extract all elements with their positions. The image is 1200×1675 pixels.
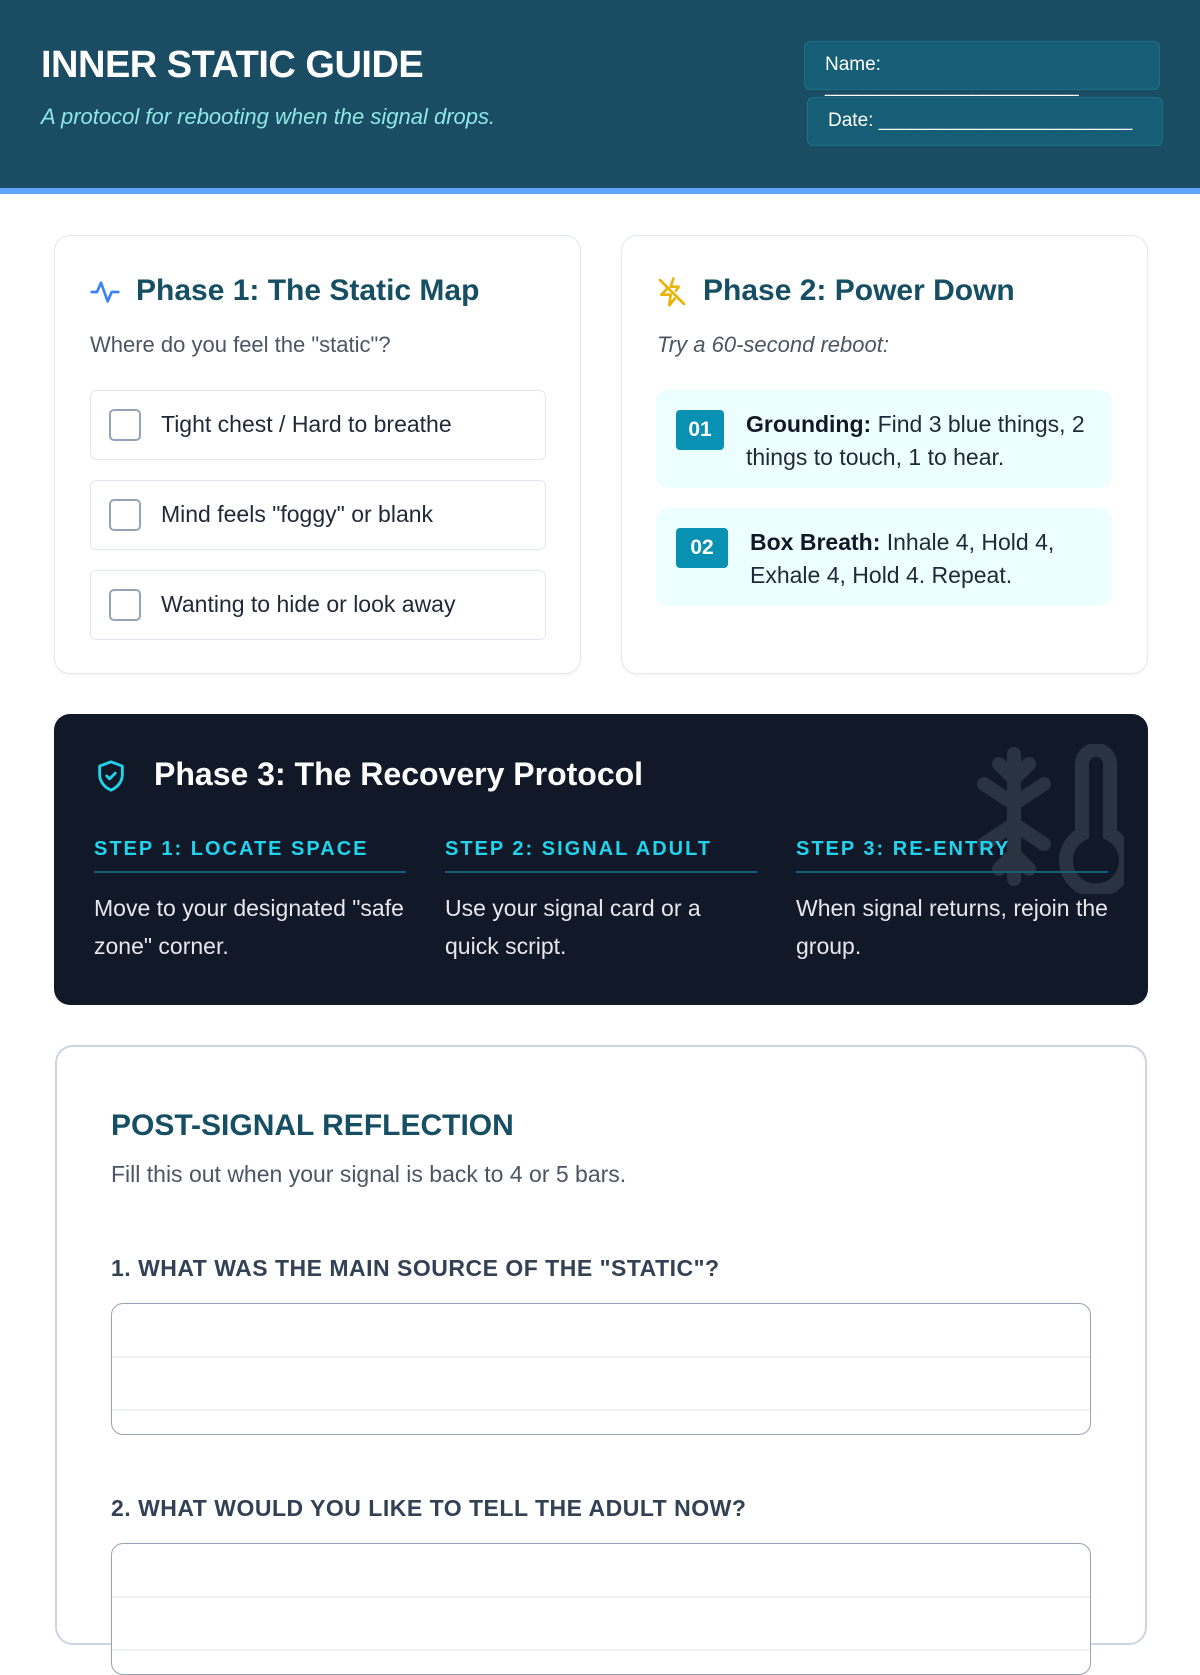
header: INNER STATIC GUIDE A protocol for reboot…	[0, 0, 1200, 194]
protocol-step: STEP 3: RE-ENTRY When signal returns, rej…	[796, 838, 1108, 965]
checkbox[interactable]	[109, 589, 141, 621]
reflection-subtitle: Fill this out when your signal is back t…	[111, 1161, 627, 1187]
phase1-card: Phase 1: The Static Map Where do you fee…	[54, 235, 581, 674]
shield-check-icon	[98, 760, 124, 792]
step-term: Grounding:	[746, 411, 872, 437]
checklist-item[interactable]: Tight chest / Hard to breathe	[90, 390, 546, 460]
phase1-title: Phase 1: The Static Map	[136, 274, 480, 307]
reboot-step: 01 Grounding: Find 3 blue things, 2 thing…	[656, 390, 1112, 488]
activity-icon	[90, 281, 120, 303]
phase1-prompt: Where do you feel the "static"?	[90, 332, 391, 357]
step-text: Find 3 blue things, 2 things to touch, 1…	[746, 411, 1085, 470]
phase3-card: Phase 3: The Recovery Protocol STEP 1: L…	[54, 714, 1148, 1005]
step-text: Move to your designated "safe zone" corn…	[94, 895, 404, 959]
step-text: Inhale 4, Hold 4, Exhale 4, Hold 4. Repe…	[750, 529, 1055, 588]
checklist-item[interactable]: Wanting to hide or look away	[90, 570, 546, 640]
date-field[interactable]: Date: ________________________	[807, 97, 1163, 146]
name-field[interactable]: Name: ________________________	[804, 41, 1160, 97]
protocol-step: STEP 1: LOCATE SPACE Move to your designa…	[94, 838, 406, 965]
page-title: INNER STATIC GUIDE	[41, 44, 424, 86]
checklist-label: Tight chest / Hard to breathe	[161, 411, 452, 437]
answer-textarea[interactable]	[111, 1303, 1091, 1435]
step-heading: STEP 3: RE-ENTRY	[796, 838, 1108, 873]
question-label: 2. WHAT WOULD YOU LIKE TO TELL THE ADULT…	[111, 1495, 747, 1521]
checklist-label: Mind feels "foggy" or blank	[161, 501, 434, 527]
phase2-prompt: Try a 60-second reboot:	[657, 332, 889, 357]
step-badge: 02	[676, 528, 728, 568]
step-term: Box Breath:	[750, 529, 881, 555]
thermometer-snowflake-icon	[977, 744, 1124, 894]
reflection-title: POST-SIGNAL REFLECTION	[111, 1109, 514, 1142]
answer-textarea[interactable]	[111, 1543, 1091, 1675]
phase2-card: Phase 2: Power Down Try a 60-second rebo…	[621, 235, 1148, 674]
step-badge: 01	[676, 410, 724, 450]
checkbox[interactable]	[109, 499, 141, 531]
checklist-label: Wanting to hide or look away	[161, 591, 456, 617]
zap-off-icon	[658, 277, 686, 307]
phase2-title: Phase 2: Power Down	[703, 274, 1015, 307]
checkbox[interactable]	[109, 409, 141, 441]
question-label: 1. WHAT WAS THE MAIN SOURCE OF THE "STAT…	[111, 1255, 720, 1281]
reboot-step: 02 Box Breath: Inhale 4, Hold 4, Exhale 4…	[656, 508, 1112, 606]
step-text: When signal returns, rejoin the group.	[796, 895, 1108, 959]
step-text: Use your signal card or a quick script.	[445, 895, 701, 959]
step-heading: STEP 2: SIGNAL ADULT	[445, 838, 757, 873]
phase3-title: Phase 3: The Recovery Protocol	[154, 756, 644, 792]
checklist-item[interactable]: Mind feels "foggy" or blank	[90, 480, 546, 550]
protocol-step: STEP 2: SIGNAL ADULT Use your signal card…	[445, 838, 757, 965]
step-heading: STEP 1: LOCATE SPACE	[94, 838, 406, 873]
page-subtitle: A protocol for rebooting when the signal…	[41, 104, 496, 129]
reflection-card: POST-SIGNAL REFLECTION Fill this out whe…	[55, 1045, 1147, 1675]
